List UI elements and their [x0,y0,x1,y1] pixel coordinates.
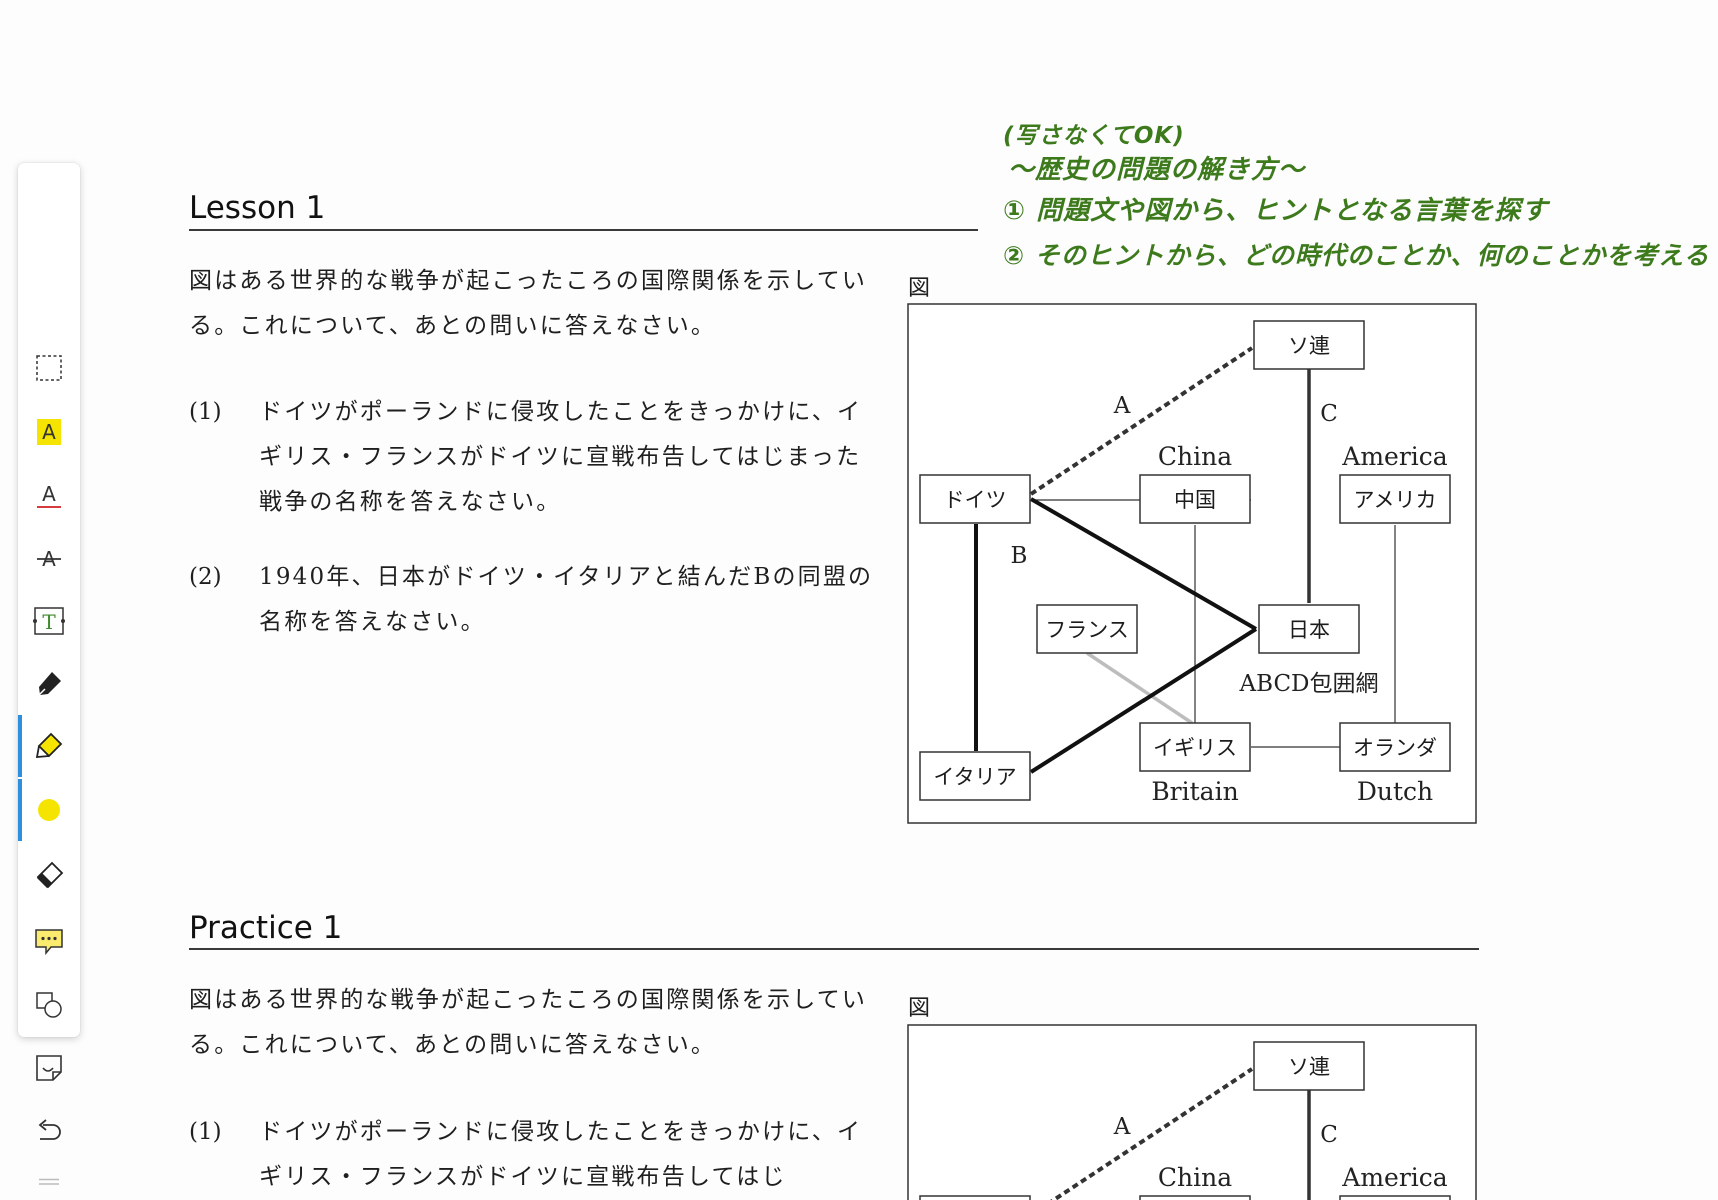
note-line-1: (写さなくてOK) [1003,123,1185,149]
undo-button[interactable] [18,1105,80,1159]
label-italy: イタリア [933,765,1016,789]
box-germany [919,474,1031,524]
selection-tool[interactable] [18,341,80,395]
practice-label-a: A [1113,1114,1131,1140]
lesson-q1-number: (1) [189,399,222,425]
pen-tool[interactable] [18,657,80,711]
undo-icon [38,1119,61,1140]
lesson-q2-text: 1940年、日本がドイツ・イタリアと結んだBの同盟の名称を答えなさい。 [259,564,874,635]
lesson-intro: 図はある世界的な戦争が起こったころの国際関係を示している。これについて、あとの問… [189,268,868,339]
label-britain-en: Britain [1151,777,1238,806]
eraser-icon [36,861,64,889]
label-germany: ドイツ [944,488,1007,512]
text-box-icon: T [33,607,65,635]
link-germany-japan [1029,497,1258,631]
strikethrough-text-tool[interactable]: A [18,531,80,585]
lesson-figure-label: 図 [908,276,931,301]
note-line-2: ～歴史の問題の解き方～ [1008,155,1306,185]
box-soviet [1253,320,1365,370]
underline-text-tool[interactable]: A [18,468,80,522]
box-america [1339,474,1451,524]
label-china: 中国 [1174,488,1216,512]
highlighter-icon [35,732,63,758]
strikethrough-a-icon: A [37,547,61,571]
lesson-title-rule [189,229,978,231]
link-italy-japan [1029,627,1258,774]
yellow-dot-icon [38,799,60,821]
toolbar-grip-handle[interactable] [39,1178,59,1186]
box-france [1036,604,1138,654]
svg-text:A: A [42,482,56,506]
label-america: アメリカ [1354,488,1437,512]
highlighter-tool[interactable] [18,715,80,777]
label-soviet: ソ連 [1288,334,1330,358]
practice-title-rule [189,948,1479,950]
box-britain [1139,722,1251,772]
practice-box-soviet [1253,1041,1365,1091]
practice-title: Practice 1 [189,910,343,946]
text-box-tool[interactable]: T [18,594,80,648]
lesson-title: Lesson 1 [189,190,326,226]
eraser-tool[interactable] [18,848,80,902]
label-c: C [1320,401,1338,427]
svg-text:T: T [42,610,56,634]
highlight-text-tool[interactable]: A [18,405,80,459]
practice-label-america-en: America [1341,1163,1448,1192]
practice-q1-number: (1) [189,1119,222,1145]
sticker-icon [36,1055,62,1081]
sticker-tool[interactable] [18,1041,80,1095]
label-france: フランス [1045,618,1129,642]
speech-bubble-icon [35,929,63,956]
note-line-4: ② そのヒントから、どの時代のことか、何のことかを考える [1003,241,1710,270]
lesson-q2-number: (2) [189,564,222,590]
label-japan: 日本 [1288,618,1330,642]
link-france-britain [1086,651,1193,725]
underlined-a-icon: A [37,482,61,508]
box-dutch [1339,722,1451,772]
lesson-q1-text: ドイツがポーランドに侵攻したことをきっかけに、イギリス・フランスがドイツに宣戦布… [259,399,863,515]
label-china-en: China [1158,442,1232,471]
practice-relations-diagram: ソ連 A C China America [907,1024,1477,1200]
practice-label-soviet: ソ連 [1288,1055,1330,1079]
highlighted-a-icon: A [37,419,61,445]
practice-q1-text: ドイツがポーランドに侵攻したことをきっかけに、イギリス・フランスがドイツに宣戦布… [259,1119,863,1190]
label-britain: イギリス [1153,736,1237,760]
lesson-relations-diagram: ソ連 ドイツ 中国 アメリカ フランス 日本 イギリス オランダ イタリア Ch… [907,303,1477,824]
practice-diagram-frame [907,1024,1477,1200]
link-germany-soviet [1029,346,1254,496]
practice-figure-label: 図 [908,996,931,1021]
svg-text:A: A [42,420,56,444]
practice-link-germany-soviet [1050,1067,1254,1200]
shapes-tool[interactable] [18,978,80,1032]
dashed-rectangle-icon [36,355,62,381]
practice-box-germany [919,1195,1031,1200]
practice-label-c: C [1320,1122,1338,1148]
box-china [1139,474,1251,524]
label-america-en: America [1341,442,1448,471]
box-italy [919,751,1031,801]
color-picker[interactable] [18,779,80,841]
pen-icon [38,672,61,696]
box-japan [1258,604,1360,654]
practice-box-america [1339,1195,1451,1200]
practice-box-china [1139,1195,1251,1200]
label-dutch: オランダ [1353,736,1437,760]
note-line-3: ① 問題文や図から、ヒントとなる言葉を探す [1003,196,1549,226]
comment-tool[interactable] [18,914,80,968]
annotation-toolbar: A A A T [18,163,80,1185]
label-a: A [1113,393,1131,419]
label-b: B [1011,543,1028,569]
shapes-icon [36,992,62,1018]
label-dutch-en: Dutch [1357,777,1433,806]
label-abcd: ABCD包囲網 [1239,671,1379,697]
practice-intro: 図はある世界的な戦争が起こったころの国際関係を示している。これについて、あとの問… [189,987,868,1058]
practice-label-china-en: China [1158,1163,1232,1192]
